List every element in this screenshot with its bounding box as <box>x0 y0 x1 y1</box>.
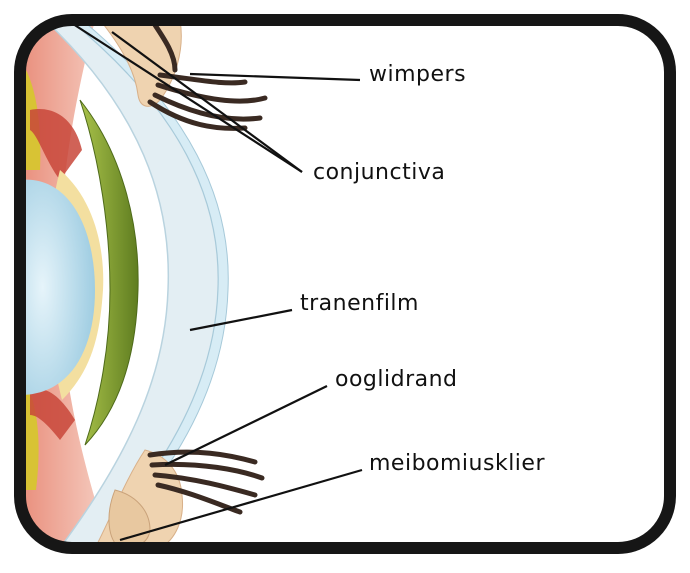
eye-artwork <box>20 20 362 548</box>
label-wimpers: wimpers <box>369 62 466 87</box>
label-tranenfilm: tranenfilm <box>300 291 419 316</box>
leader-wimpers <box>190 74 360 80</box>
label-ooglidrand: ooglidrand <box>335 367 458 392</box>
label-meibomiusklier: meibomiusklier <box>369 451 545 476</box>
label-conjunctiva: conjunctiva <box>313 160 445 185</box>
